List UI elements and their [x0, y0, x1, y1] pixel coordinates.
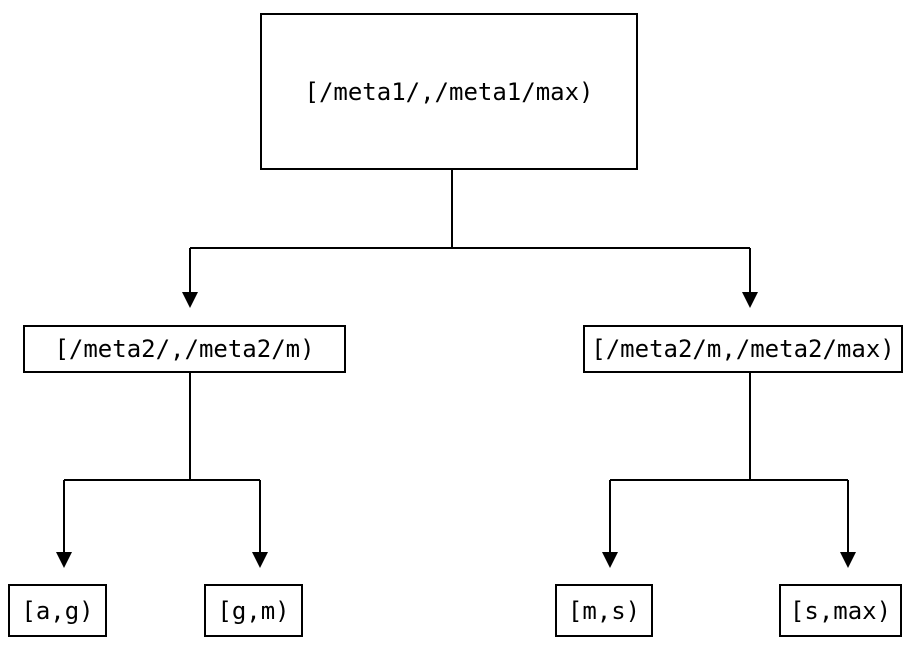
node-right-range-label: [/meta2/m,/meta2/max) — [591, 335, 895, 363]
node-leaf-ag-label: [a,g) — [21, 596, 94, 625]
node-root-range-label: [/meta1/,/meta1/max) — [304, 77, 594, 106]
node-leaf-smax: [s,max) — [779, 584, 902, 637]
arrowhead-leaf-smax — [840, 552, 856, 568]
arrowhead-leaf-gm — [252, 552, 268, 568]
arrowhead-leaf-ms — [602, 552, 618, 568]
arrowhead-left-child — [182, 292, 198, 308]
node-leaf-ms-label: [m,s) — [567, 596, 641, 625]
node-leaf-gm: [g,m) — [204, 584, 303, 637]
node-leaf-gm-label: [g,m) — [217, 596, 290, 625]
node-leaf-ag: [a,g) — [8, 584, 107, 637]
node-left-range-label: [/meta2/,/meta2/m) — [54, 335, 315, 363]
node-leaf-smax-label: [s,max) — [789, 596, 892, 625]
node-leaf-ms: [m,s) — [555, 584, 653, 637]
node-root-range: [/meta1/,/meta1/max) — [260, 13, 638, 170]
node-right-range: [/meta2/m,/meta2/max) — [583, 325, 903, 373]
node-left-range: [/meta2/,/meta2/m) — [23, 325, 346, 373]
arrowhead-leaf-ag — [56, 552, 72, 568]
arrowhead-right-child — [742, 292, 758, 308]
